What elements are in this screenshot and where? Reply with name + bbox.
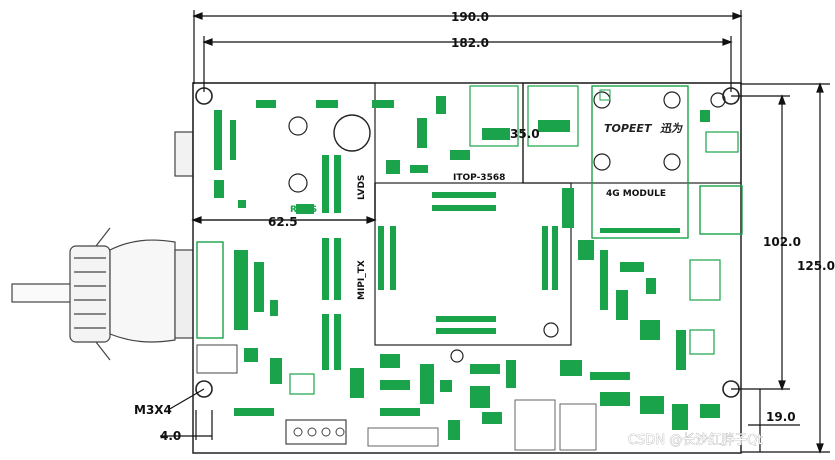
4g-module-label: 4G MODULE [606, 189, 666, 199]
dim-height-inner: 102.0 [763, 235, 801, 249]
brand-logo-cn: 迅为 [660, 122, 683, 135]
usb-jack-1 [469, 85, 519, 147]
db9-header [196, 241, 224, 339]
bottom-jack-1 [514, 399, 556, 451]
db9-cable [11, 131, 198, 361]
dim-offset-35: 35.0 [510, 127, 540, 141]
power-connector [285, 419, 347, 445]
rtc-battery [333, 114, 371, 152]
brand-logo: TOPEET [604, 122, 653, 135]
mipi-label: MIPI_TX [357, 260, 367, 300]
lvds-label: LVDS [357, 175, 367, 200]
pcb-board [192, 82, 743, 454]
dim-offset-19: 19.0 [766, 410, 796, 424]
board-outline [192, 82, 742, 454]
audio-jack [196, 344, 238, 374]
dim-width-outer: 190.0 [451, 10, 489, 24]
sim-slot [699, 185, 743, 235]
dim-height-outer: 125.0 [797, 259, 835, 273]
dim-offset-62: 62.5 [268, 215, 298, 229]
csdn-watermark: CSDN @长沙红胖子Qt [628, 432, 763, 448]
dim-width-inner: 182.0 [451, 36, 489, 50]
board-name-label: ITOP-3568 [453, 173, 505, 183]
usb-jack-2 [527, 85, 579, 147]
mount-hole-label: M3X4 [134, 403, 172, 417]
rohs-label: RoHS [290, 205, 317, 215]
pcb-components [214, 89, 739, 440]
dimension-lines [160, 10, 830, 454]
4g-module-outline [591, 85, 689, 239]
gpio-header [367, 427, 439, 447]
mount-hole-bottom-left [195, 380, 213, 398]
som-core-module [374, 182, 572, 346]
bottom-jack-2 [559, 403, 597, 451]
dim-offset-4: 4.0 [160, 429, 181, 443]
